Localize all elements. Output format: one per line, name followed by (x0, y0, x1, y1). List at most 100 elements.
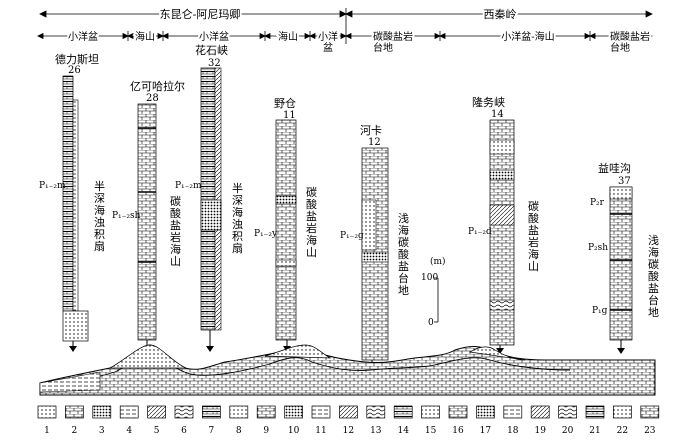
strat-columns (62, 67, 633, 370)
strat-column-11 (275, 119, 297, 352)
column-name: 隆务峡 (472, 95, 505, 109)
column-labels: 德力斯坦 26 亿可哈拉尔 28 花石峡 32 野仓 11 河卡 12 隆务峡 … (55, 43, 631, 187)
facies-label: 浅海碳酸盐台地 (398, 212, 409, 297)
column-name: 益哇沟 (598, 161, 631, 175)
facies-label: 碳酸盐岩海山 (306, 185, 317, 259)
legend-item: 8 (229, 405, 249, 436)
facies-label: 浅海碳酸盐台地 (648, 234, 659, 319)
facies-label: 碳酸盐岩海山 (528, 199, 539, 273)
zone-label: 小洋盆 (68, 30, 98, 43)
zone-label: 海山 (135, 30, 155, 43)
unit-label: P₁₋₂m (175, 181, 202, 191)
facies-label: 半深海浊积扇 (232, 181, 243, 255)
zone-label: 小洋盆 (318, 30, 338, 54)
legend-item: 7 (202, 405, 221, 436)
legend-label: 9 (263, 426, 269, 436)
legend-label: 22 (617, 426, 628, 436)
legend-item: 16 (448, 405, 468, 436)
basin-profile (39, 344, 656, 396)
unit-label: P₁g (592, 306, 608, 316)
legend-swatch (613, 405, 632, 419)
legend-label: 1 (44, 426, 50, 436)
column-number: 26 (68, 65, 81, 76)
legend-label: 14 (397, 426, 409, 436)
legend-label: 4 (126, 426, 132, 436)
legend-swatch (174, 405, 194, 419)
legend-item: 3 (92, 405, 112, 436)
legend-label: 13 (370, 426, 382, 436)
legend-swatch (558, 405, 577, 419)
legend-item: 9 (256, 405, 276, 436)
column-name: 亿可哈拉尔 (130, 79, 185, 93)
legend-swatch (284, 405, 303, 419)
legend-swatch (229, 405, 249, 419)
legend-item: 5 (147, 405, 166, 436)
column-number: 12 (368, 137, 381, 148)
legend-label: 8 (236, 426, 242, 436)
legend-swatch (147, 405, 166, 419)
legend-label: 6 (181, 426, 187, 436)
zone-label: 小洋盆-海山 (501, 30, 554, 43)
legend-label: 18 (507, 426, 519, 436)
column-name: 德力斯坦 (55, 52, 99, 66)
scale-top: 100 (421, 273, 438, 283)
column-name: 河卡 (360, 124, 382, 137)
legend-item: 6 (174, 405, 194, 436)
legend-swatch (256, 405, 276, 419)
legend-item: 13 (366, 405, 386, 436)
strat-column-26 (62, 75, 89, 352)
scale-bottom: 0 (428, 318, 434, 328)
column-number: 11 (283, 110, 296, 121)
legend-swatch (37, 405, 57, 419)
legend-swatch (65, 405, 84, 419)
legend-label: 5 (154, 426, 160, 436)
region-east-label: 东昆仑-阿尼玛卿 (160, 7, 241, 21)
legend-swatch (503, 405, 523, 419)
legend-label: 16 (452, 426, 464, 436)
unit-label: P₁₋₂sh (112, 211, 141, 221)
header: 东昆仑-阿尼玛卿 西秦岭 小洋盆 海山 小洋盆 海山 小洋盆-海山 小洋盆 碳酸… (37, 5, 653, 56)
legend-swatch (366, 405, 386, 419)
strat-column-28 (137, 103, 157, 354)
legend-item: 20 (558, 405, 577, 436)
unit-label: P₁₋₂m (39, 181, 66, 191)
facies-labels: 半深海浊积扇 碳酸盐岩海山 半深海浊积扇 碳酸盐岩海山 浅海碳酸盐台地 碳酸盐岩… (94, 179, 659, 319)
legend-label: 12 (343, 426, 354, 436)
strat-column-12 (361, 147, 389, 370)
unit-label: P₁₋₂d (468, 227, 492, 237)
facies-label: 碳酸盐岩海山 (170, 194, 181, 268)
zone-label: 碳酸盐岩台地 (610, 30, 650, 54)
legend-swatch (421, 405, 440, 419)
legend-swatch (530, 405, 550, 419)
legend-item: 12 (339, 405, 358, 436)
column-name: 花石峡 (195, 43, 228, 57)
unit-labels: P₁₋₂m P₁₋₂sh P₁₋₂m P₁₋₂y P₁₋₂g P₁₋₂d P₂r… (39, 181, 608, 316)
unit-label: P₁₋₂y (254, 229, 278, 239)
legend-label: 2 (72, 426, 78, 436)
legend-item: 21 (585, 405, 605, 436)
legend-item: 10 (284, 405, 303, 436)
legend-swatch (202, 405, 221, 419)
unit-label: P₂r (590, 198, 605, 208)
legend-swatch (393, 405, 413, 419)
column-number: 37 (618, 176, 631, 187)
legend-item: 2 (65, 405, 84, 436)
legend-item: 17 (476, 405, 495, 436)
legend-item: 22 (613, 405, 632, 436)
zone-label: 海山 (278, 30, 298, 43)
zone-label: 碳酸盐岩台地 (373, 30, 413, 54)
legend-label: 7 (209, 426, 215, 436)
strat-column-14 (489, 119, 515, 354)
scale-unit: (m) (430, 256, 446, 267)
facies-label: 半深海浊积扇 (94, 179, 105, 253)
unit-label: P₁₋₂g (340, 231, 364, 241)
legend-item: 4 (119, 405, 139, 436)
column-name: 野仓 (274, 96, 296, 110)
legend-item: 18 (503, 405, 523, 436)
legend-swatch (476, 405, 495, 419)
legend-label: 11 (315, 426, 326, 436)
legend-swatch (119, 405, 139, 419)
legend-label: 19 (534, 426, 546, 436)
legend-swatch (448, 405, 468, 419)
